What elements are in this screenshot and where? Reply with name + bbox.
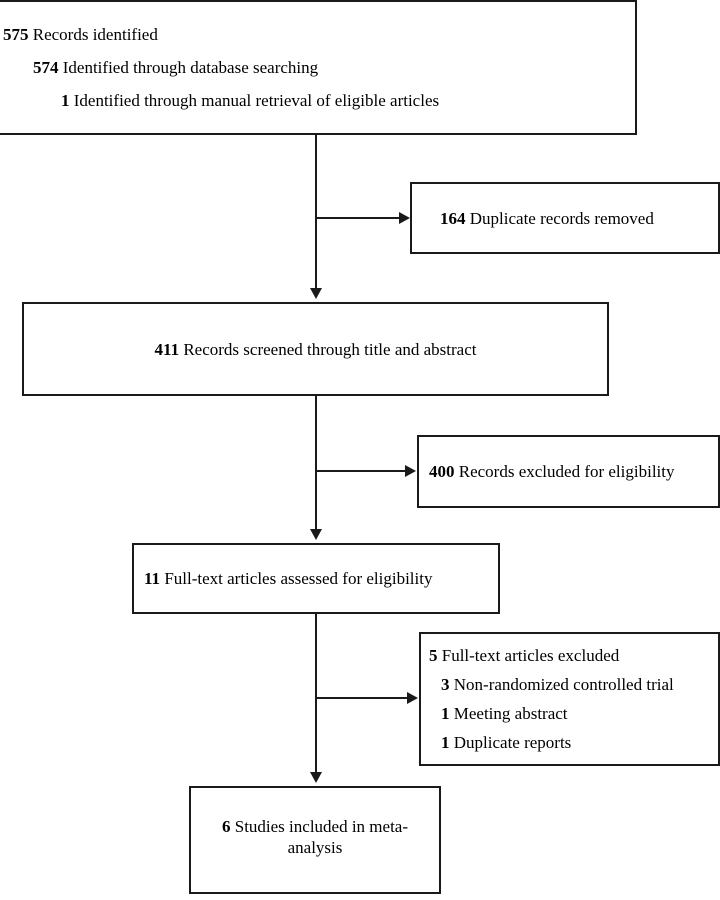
fulltext-assessed-count: 11: [144, 569, 161, 588]
box-duplicate-records-removed: 164 Duplicate records removed: [410, 182, 720, 254]
connector-branch-records-excluded: [317, 470, 407, 472]
arrowhead-right-records-excluded: [405, 465, 416, 477]
records-excluded-label: Records excluded for eligibility: [458, 462, 675, 481]
included-label: Studies included in meta-analysis: [234, 817, 409, 858]
identified-line-manual: 1 Identified through manual retrieval of…: [3, 92, 635, 109]
fulltext-assessed-line: 11 Full-text articles assessed for eligi…: [144, 570, 498, 587]
ftexcluded-total-label: Full-text articles excluded: [441, 646, 620, 665]
connector-fulltext-to-included: [315, 614, 317, 774]
screened-count: 411: [154, 339, 180, 359]
identified-total-label: Records identified: [32, 25, 158, 44]
duplicates-line: 164 Duplicate records removed: [440, 210, 718, 227]
arrowhead-down-fulltext: [310, 529, 322, 540]
ftexcluded-nonrandomized-count: 3: [441, 675, 450, 694]
records-excluded-line: 400 Records excluded for eligibility: [429, 463, 718, 480]
identified-line-database: 574 Identified through database searchin…: [3, 59, 635, 76]
ftexcluded-duplicate-reports-label: Duplicate reports: [453, 733, 572, 752]
identified-total-count: 575: [3, 25, 29, 44]
box-records-excluded: 400 Records excluded for eligibility: [417, 435, 720, 508]
included-line: 6 Studies included in meta-analysis: [215, 816, 415, 859]
duplicates-label: Duplicate records removed: [469, 208, 654, 228]
arrowhead-right-duplicates: [399, 212, 410, 224]
ftexcluded-line-duplicate-reports: 1 Duplicate reports: [429, 734, 718, 751]
included-count: 6: [221, 817, 231, 836]
fulltext-assessed-label: Full-text articles assessed for eligibil…: [164, 569, 433, 588]
ftexcluded-total-count: 5: [429, 646, 438, 665]
ftexcluded-line-meeting-abstract: 1 Meeting abstract: [429, 705, 718, 722]
identified-database-count: 574: [33, 58, 59, 77]
arrowhead-down-included: [310, 772, 322, 783]
screened-label: Records screened through title and abstr…: [183, 339, 477, 359]
box-records-identified: 575 Records identified 574 Identified th…: [0, 0, 637, 135]
identified-manual-count: 1: [61, 91, 70, 110]
records-excluded-count: 400: [429, 462, 455, 481]
duplicates-count: 164: [440, 208, 466, 228]
ftexcluded-line-total: 5 Full-text articles excluded: [429, 647, 718, 664]
box-fulltext-excluded: 5 Full-text articles excluded 3 Non-rand…: [419, 632, 720, 766]
ftexcluded-duplicate-reports-count: 1: [441, 733, 450, 752]
arrowhead-right-fulltext-excluded: [407, 692, 418, 704]
box-fulltext-assessed: 11 Full-text articles assessed for eligi…: [132, 543, 500, 614]
identified-database-label: Identified through database searching: [62, 58, 319, 77]
ftexcluded-meeting-abstract-label: Meeting abstract: [453, 704, 568, 723]
screened-line: 411 Records screened through title and a…: [155, 341, 477, 358]
identified-line-total: 575 Records identified: [3, 26, 635, 43]
identified-manual-label: Identified through manual retrieval of e…: [73, 91, 440, 110]
ftexcluded-line-nonrandomized: 3 Non-randomized controlled trial: [429, 676, 718, 693]
connector-branch-fulltext-excluded: [317, 697, 409, 699]
box-studies-included: 6 Studies included in meta-analysis: [189, 786, 441, 894]
arrowhead-down-screened: [310, 288, 322, 299]
ftexcluded-nonrandomized-label: Non-randomized controlled trial: [453, 675, 674, 694]
connector-identified-to-screened: [315, 135, 317, 290]
connector-screened-to-fulltext: [315, 396, 317, 531]
ftexcluded-meeting-abstract-count: 1: [441, 704, 450, 723]
box-records-screened: 411 Records screened through title and a…: [22, 302, 609, 396]
connector-branch-duplicates: [317, 217, 401, 219]
